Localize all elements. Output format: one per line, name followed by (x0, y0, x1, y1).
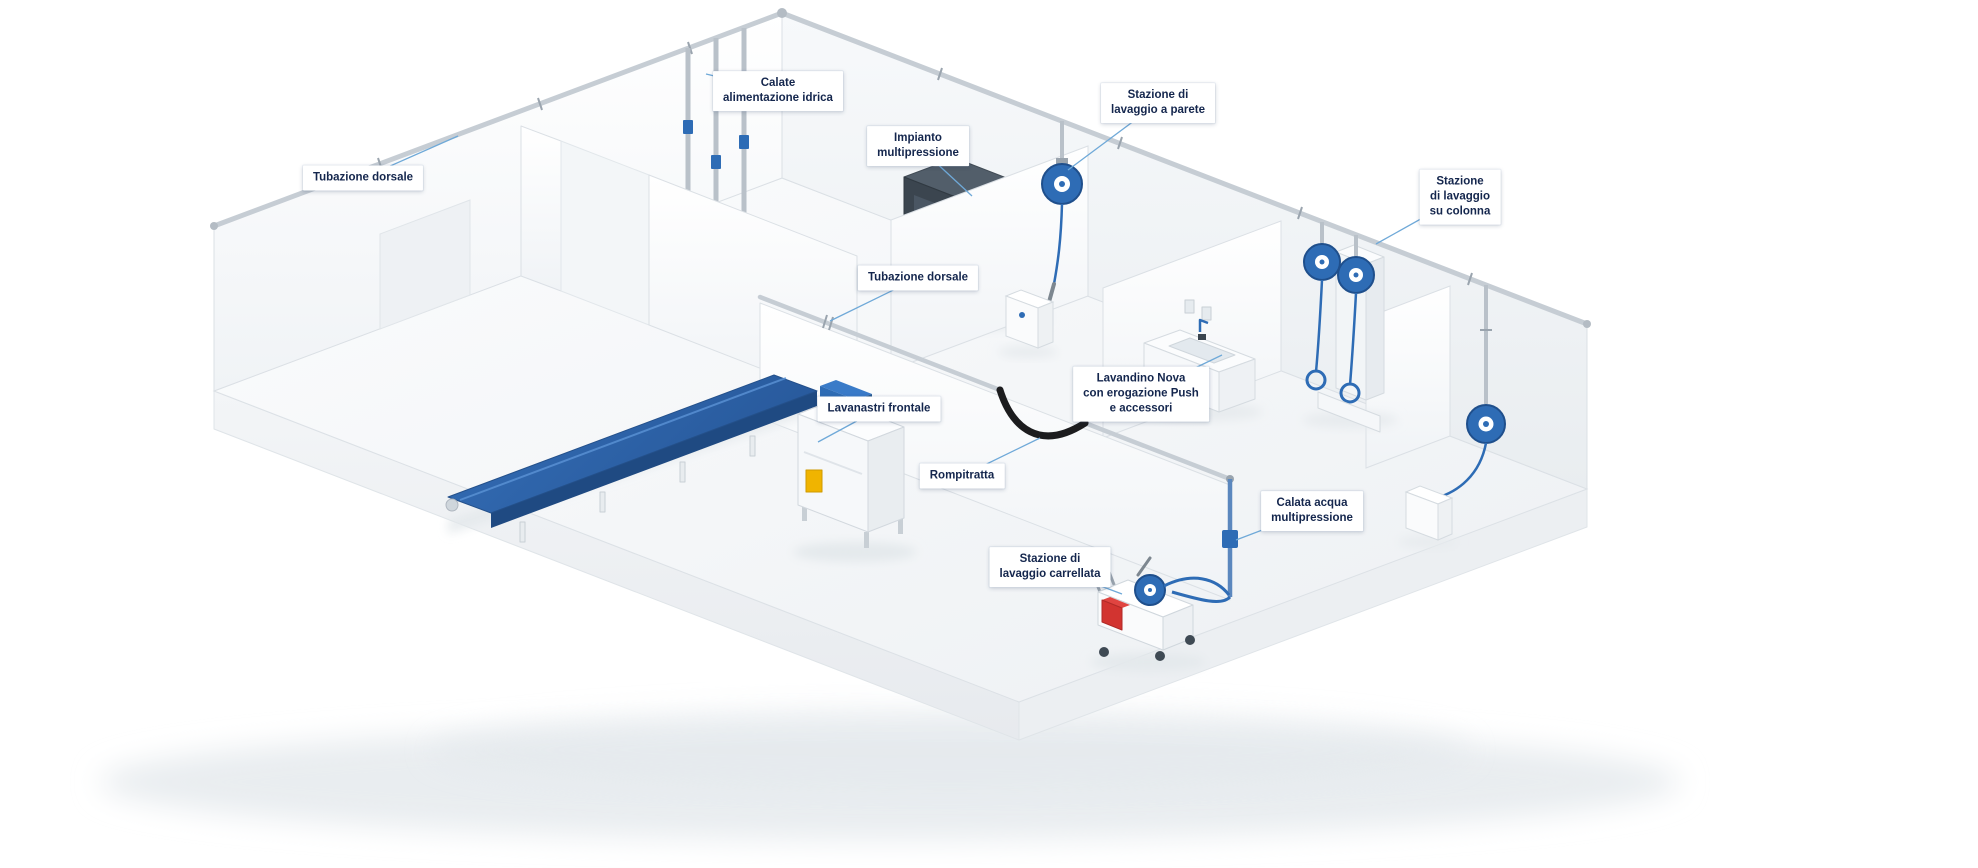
faucet-icon (1198, 318, 1209, 332)
callout-stazione-lavaggio-colonna: Stazione di lavaggio su colonna (1419, 169, 1501, 225)
callout-label: Stazione di lavaggio a parete (1111, 89, 1205, 116)
detergent-unit (805, 469, 823, 493)
ground-shadow (100, 708, 1680, 840)
wall-wash-station (998, 121, 1083, 358)
callout-label: Stazione di lavaggio carrellata (999, 553, 1101, 580)
callout-tubazione-dorsale-sinistra: Tubazione dorsale (302, 165, 424, 191)
callout-calata-acqua-multipressione: Calata acqua multipressione (1261, 491, 1363, 531)
callout-lavandino-nova: Lavandino Nova con erogazione Push e acc… (1073, 366, 1209, 422)
callout-label: Lavanastri frontale (827, 402, 931, 415)
hose-coil-icon (1339, 382, 1361, 404)
callout-stazione-lavaggio-carrellata: Stazione di lavaggio carrellata (989, 547, 1111, 587)
hose-coil-icon (1305, 369, 1327, 391)
callout-label: Impianto multipressione (877, 132, 959, 159)
push-dispenser-icon (1184, 299, 1195, 314)
callout-impianto-multipressione: Impianto multipressione (867, 126, 969, 166)
callout-label: Stazione di lavaggio su colonna (1429, 175, 1491, 218)
callout-label: Tubazione dorsale (312, 171, 414, 184)
callout-stazione-lavaggio-parete: Stazione di lavaggio a parete (1101, 83, 1215, 123)
hose-break-rompitratta (996, 386, 1089, 440)
column-wash-station (1302, 222, 1398, 433)
callout-label: Tubazione dorsale (867, 271, 969, 284)
trolley-wash-station (1084, 554, 1231, 671)
callout-label: Calate alimentazione idrica (723, 77, 833, 104)
door-opening-back-wall (379, 199, 471, 330)
callout-label: Calata acqua multipressione (1271, 497, 1353, 524)
callout-label: Rompitratta (929, 469, 995, 482)
base-plinth (213, 390, 1588, 741)
push-dispenser-icon (1201, 306, 1212, 321)
conveyor-belt (445, 374, 818, 543)
callout-calate-alimentazione-idrica: Calate alimentazione idrica (713, 71, 843, 111)
callout-label: Lavandino Nova con erogazione Push e acc… (1083, 372, 1199, 415)
callout-lavanastri-frontale: Lavanastri frontale (817, 396, 941, 422)
callout-tubazione-dorsale-centro: Tubazione dorsale (857, 265, 979, 291)
right-wall-wash-station (1398, 285, 1506, 548)
ring-main-pipe (210, 8, 1591, 328)
multipressure-water-drop (1171, 479, 1238, 603)
chemical-tank (1102, 597, 1130, 608)
callout-rompitratta: Rompitratta (919, 463, 1005, 489)
